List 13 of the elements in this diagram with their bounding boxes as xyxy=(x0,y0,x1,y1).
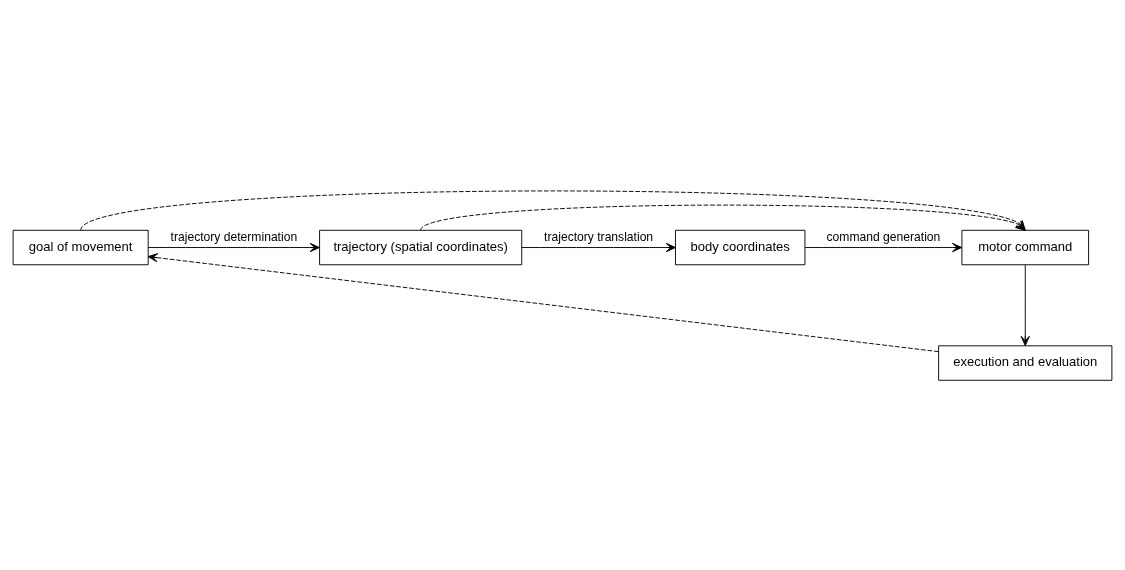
node-box: trajectory (spatial coordinates) xyxy=(319,229,523,265)
node-box: body coordinates xyxy=(675,229,806,265)
arrow xyxy=(147,242,320,252)
node-box: execution and evaluation xyxy=(938,344,1113,381)
edge-label: trajectory determination xyxy=(170,229,298,244)
node-box: motor command xyxy=(961,229,1090,265)
node-box: goal of movement xyxy=(12,229,149,265)
edge-label: trajectory translation xyxy=(544,229,654,244)
arrow xyxy=(147,252,939,352)
arrow xyxy=(804,242,963,252)
arrow xyxy=(521,242,676,252)
arrow xyxy=(1020,264,1030,346)
edge-label: command generation xyxy=(826,229,941,244)
